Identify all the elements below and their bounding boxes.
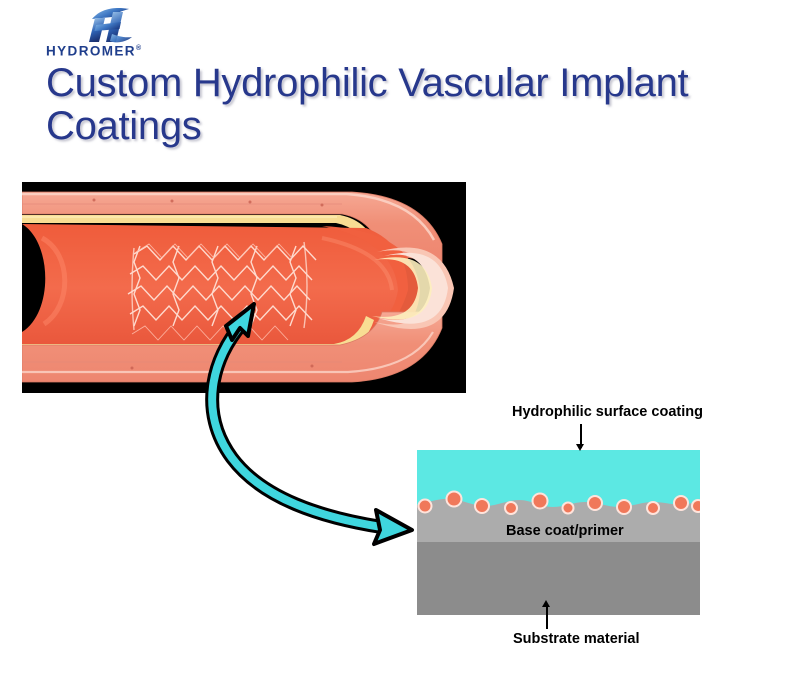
label-substrate-material: Substrate material <box>513 631 640 647</box>
leader-line-surface-coating <box>580 424 582 448</box>
layer-substrate-material <box>417 542 700 615</box>
label-hydrophilic-surface-coating: Hydrophilic surface coating <box>512 404 703 420</box>
coating-cross-section-diagram <box>417 450 700 615</box>
primer-particles <box>417 490 700 515</box>
arrowhead-lower <box>372 508 414 546</box>
page-title: Custom Hydrophilic Vascular Implant Coat… <box>46 61 689 148</box>
stented-blood-vessel-illustration <box>22 182 466 393</box>
hydromer-h-monogram-icon <box>82 6 136 44</box>
layer-hydrophilic-surface-coating <box>417 450 700 510</box>
label-base-coat-primer: Base coat/primer <box>506 523 624 539</box>
leader-arrowhead-surface-coating <box>576 444 584 451</box>
hydromer-wordmark: HYDROMER® <box>46 42 166 59</box>
hydromer-wordmark-text: HYDROMER <box>46 43 136 59</box>
leader-arrowhead-substrate <box>542 600 550 607</box>
hydromer-logo: HYDROMER® <box>46 6 166 60</box>
leader-line-substrate <box>546 605 548 629</box>
trademark-symbol: ® <box>135 45 142 52</box>
